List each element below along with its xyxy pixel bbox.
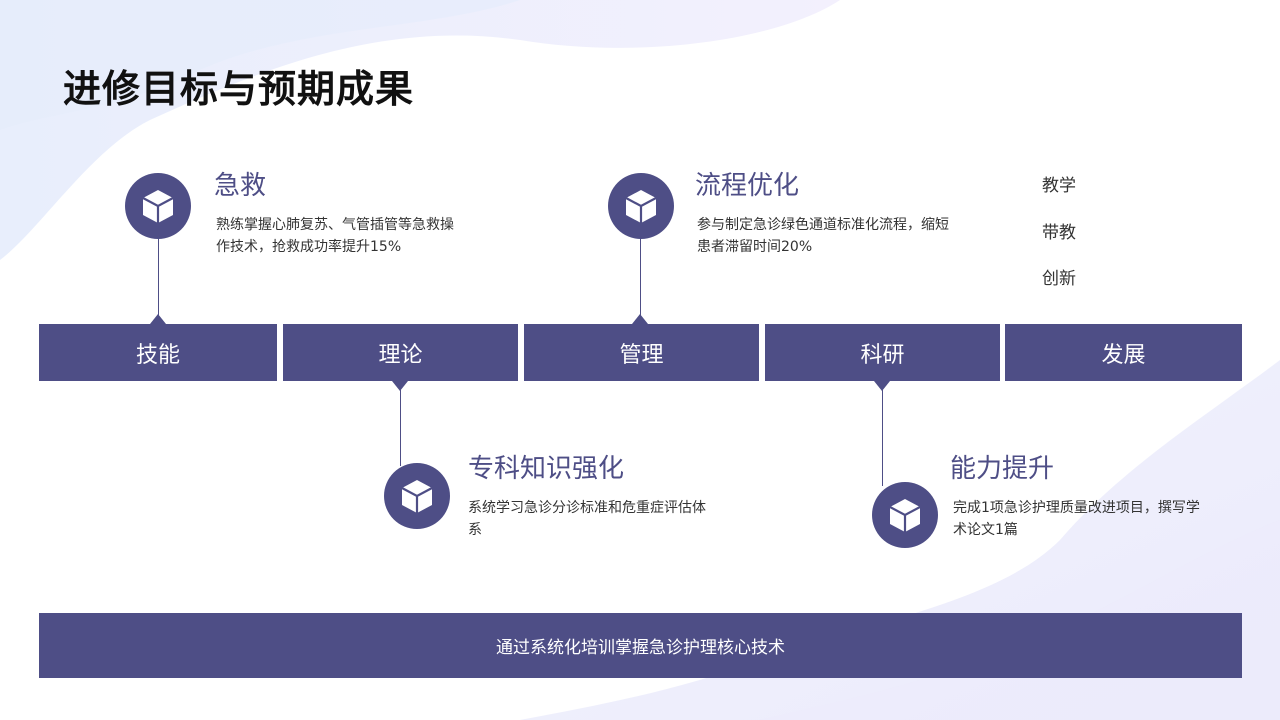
icon-circle [872,482,938,548]
side-list-item: 带教 [1042,223,1076,243]
side-list-item: 创新 [1042,269,1076,289]
icon-circle [608,173,674,239]
box-icon [142,190,174,223]
connector-line [882,390,883,486]
pointer-down [392,381,408,391]
pointer-up [150,314,166,324]
pointer-down [874,381,890,391]
item-desc-first-aid: 熟练掌握心肺复苏、气管插管等急救操作技术，抢救成功率提升15% [216,217,454,255]
summary-banner: 通过系统化培训掌握急诊护理核心技术 [39,613,1242,678]
timeline-item-research: 科研 [765,324,1000,381]
item-heading-process: 流程优化 [695,171,800,201]
box-icon [401,480,433,513]
pointer-up [632,314,648,324]
timeline-item-development: 发展 [1005,324,1242,381]
item-desc-specialty: 系统学习急诊分诊标准和危重症评估体系 [468,500,706,538]
box-icon [625,190,657,223]
box-icon [889,499,921,532]
timeline-item-theory: 理论 [283,324,518,381]
side-list-item: 教学 [1042,176,1076,196]
item-heading-first-aid: 急救 [214,171,267,201]
icon-circle [125,173,191,239]
connector-line [400,390,401,466]
timeline-item-skill: 技能 [39,324,277,381]
timeline-item-management: 管理 [524,324,759,381]
page-title: 进修目标与预期成果 [63,67,415,111]
connector-line [158,230,159,316]
icon-circle [384,463,450,529]
item-heading-specialty: 专科知识强化 [468,454,625,484]
item-heading-ability: 能力提升 [950,454,1055,484]
connector-line [640,230,641,316]
item-desc-process: 参与制定急诊绿色通道标准化流程，缩短患者滞留时间20% [697,217,949,255]
item-desc-ability: 完成1项急诊护理质量改进项目，撰写学术论文1篇 [953,500,1200,538]
